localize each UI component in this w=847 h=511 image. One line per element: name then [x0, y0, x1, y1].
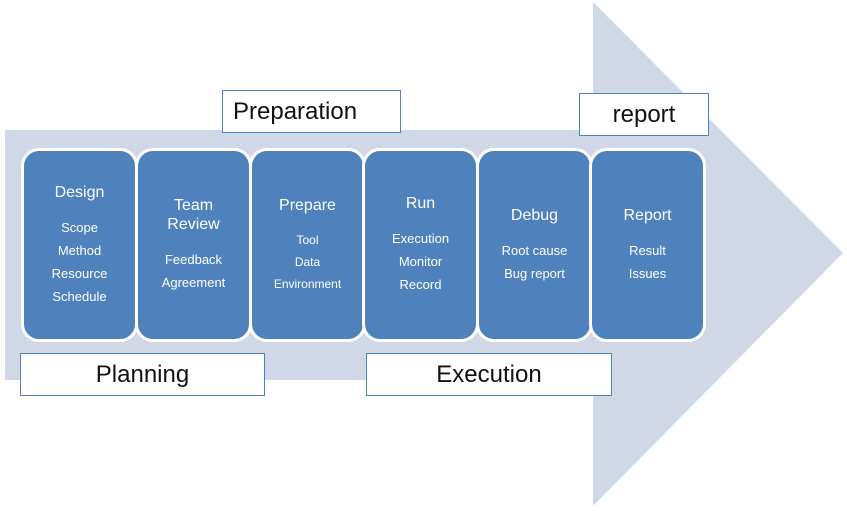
step-item: Monitor: [398, 254, 443, 269]
stage-label-execution: Execution: [366, 353, 612, 396]
step-box-report: Report Result Issues: [589, 148, 706, 342]
step-box-design: Design Scope Method Resource Schedule: [21, 148, 138, 342]
step-item: Feedback: [164, 252, 223, 267]
step-item: Execution: [391, 231, 450, 246]
step-title-line: Debug: [510, 206, 559, 224]
stage-label-preparation-text: Preparation: [233, 97, 358, 125]
step-title: Run: [406, 194, 435, 213]
stage-label-planning: Planning: [20, 353, 265, 396]
step-title: Prepare: [279, 196, 336, 215]
step-box-run: Run Execution Monitor Record: [362, 148, 479, 342]
step-title-line: Review: [167, 216, 220, 233]
stage-label-report: report: [579, 93, 709, 136]
step-item: Issues: [628, 265, 667, 281]
step-item: Resource: [51, 265, 108, 281]
step-item: Bug report: [504, 265, 565, 281]
step-item: Schedule: [52, 288, 107, 304]
step-title-line: Prepare: [279, 196, 336, 214]
step-item: Tool: [296, 232, 319, 247]
step-title-line: Team: [173, 197, 214, 214]
step-item: Environment: [273, 276, 342, 291]
step-item: Result: [629, 242, 666, 258]
stage-label-execution-text: Execution: [436, 360, 542, 388]
step-item: Record: [399, 277, 442, 292]
step-item: Method: [57, 242, 102, 258]
step-item: Scope: [61, 219, 98, 235]
step-title-line: Report: [623, 206, 672, 224]
stage-label-report-text: report: [612, 100, 676, 128]
step-title: Report: [623, 206, 671, 225]
step-title: Debug: [511, 206, 558, 225]
step-title: Design: [55, 183, 105, 202]
step-box-debug: Debug Root cause Bug report: [476, 148, 593, 342]
step-title: Team Review: [167, 196, 219, 234]
step-title-line: Run: [405, 195, 436, 212]
step-box-prepare: Prepare Tool Data Environment: [249, 148, 366, 342]
step-item: Root cause: [501, 242, 568, 258]
stage-label-preparation: Preparation: [222, 90, 401, 133]
step-item: Data: [294, 254, 321, 269]
stage-label-planning-text: Planning: [95, 360, 190, 388]
step-item: Agreement: [161, 275, 226, 290]
step-title-line: Design: [54, 183, 105, 201]
step-box-team-review: Team Review Feedback Agreement: [135, 148, 252, 342]
